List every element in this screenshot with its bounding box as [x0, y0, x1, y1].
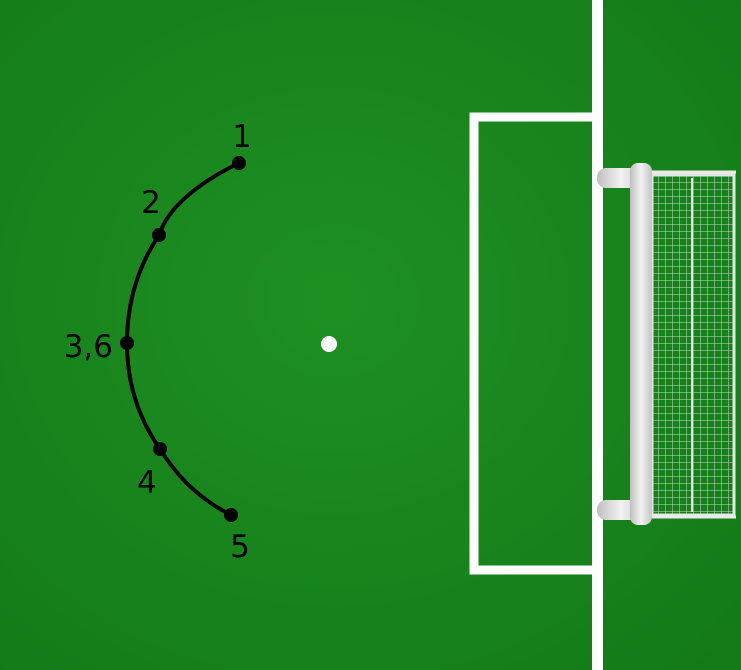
path-point-label: 3,6 [64, 329, 113, 365]
goal-frame [597, 163, 652, 525]
path-point-marker [232, 156, 246, 170]
goal-line [592, 0, 603, 670]
path-point-label: 4 [137, 465, 157, 501]
path-point-marker [224, 508, 238, 522]
path-point-marker [152, 228, 166, 242]
path-point-label: 1 [232, 119, 252, 155]
path-point-label: 5 [230, 529, 250, 565]
path-point-label: 2 [141, 185, 161, 221]
penalty-spot [321, 336, 337, 352]
goal-area-box [469, 112, 597, 575]
path-point-marker [153, 442, 167, 456]
path-point-marker [120, 336, 134, 350]
goal-net [650, 170, 736, 519]
movement-path: 1 2 3,6 4 5 [64, 119, 252, 565]
